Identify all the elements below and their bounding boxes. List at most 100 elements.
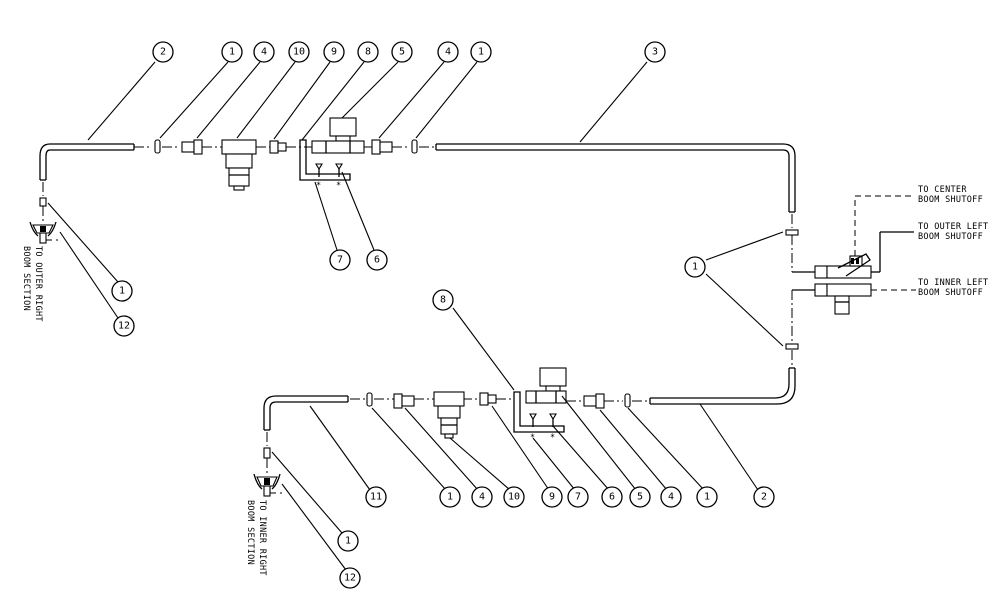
tee-fittings [785, 229, 815, 368]
svg-text:5: 5 [399, 47, 405, 58]
callout-balloon: 1 [470, 41, 492, 63]
solenoid-valve-upper [311, 117, 372, 154]
svg-text:*: * [336, 181, 341, 191]
callout-balloon: 6 [366, 249, 388, 271]
hose-clamp-lower-left [366, 392, 373, 407]
svg-text:TO OUTER LEFT: TO OUTER LEFT [918, 222, 988, 232]
callout-balloon: 10 [503, 486, 525, 508]
svg-text:8: 8 [440, 295, 446, 306]
svg-text:4: 4 [261, 47, 267, 58]
nozzle-body-upper [29, 197, 58, 244]
hose-clamp-upper-left [134, 139, 180, 154]
svg-text:12: 12 [344, 573, 356, 584]
callout-balloon: 7 [567, 486, 589, 508]
svg-text:9: 9 [549, 492, 555, 503]
callout-balloon: 1 [221, 41, 243, 63]
svg-text:2: 2 [160, 47, 166, 58]
callout-balloon: 1 [684, 256, 706, 278]
hose-3 [436, 143, 796, 212]
callout-balloon: 1 [337, 530, 359, 552]
svg-text:1: 1 [478, 47, 484, 58]
svg-text:*: * [550, 433, 555, 443]
hose-clamp-upper-right [411, 139, 436, 154]
svg-text:*: * [316, 181, 321, 191]
hose-barb-fitting-lower-right [566, 393, 605, 409]
svg-text:TO INNER LEFT: TO INNER LEFT [918, 278, 988, 288]
svg-text:6: 6 [609, 492, 615, 503]
svg-text:4: 4 [479, 492, 485, 503]
svg-text:4: 4 [445, 47, 451, 58]
hose-barb-fitting-upper-left [181, 139, 222, 155]
line-strainer-lower [414, 391, 465, 439]
callout-balloon: 3 [644, 41, 666, 63]
svg-text:2: 2 [761, 492, 767, 503]
boom-shutoff-manifold [814, 195, 916, 315]
lower-hose-assembly: * * [263, 367, 796, 446]
svg-text:7: 7 [337, 255, 343, 266]
callout-balloon: 4 [660, 486, 682, 508]
callout-balloon: 2 [753, 486, 775, 508]
mounting-bracket-upper: * * [299, 139, 351, 191]
note-outer-right: TO OUTER RIGHT BOOM SECTION [21, 246, 43, 322]
hose-barb-fitting-lower-left [374, 393, 415, 409]
svg-text:BOOM SECTION: BOOM SECTION [21, 246, 31, 311]
callout-balloon: 1 [111, 280, 133, 302]
note-inner-right: TO INNER RIGHT BOOM SECTION [245, 500, 267, 576]
callout-balloon: 4 [437, 41, 459, 63]
svg-text:12: 12 [118, 321, 130, 332]
svg-text:TO INNER RIGHT: TO INNER RIGHT [257, 500, 267, 576]
svg-text:1: 1 [345, 536, 351, 547]
callout-balloon: 8 [357, 41, 379, 63]
callout-balloon: 2 [152, 41, 174, 63]
callout-balloon: 1 [696, 486, 718, 508]
callout-balloon: 5 [629, 486, 651, 508]
leader-lines [47, 61, 784, 571]
hose-2-lower [650, 368, 790, 399]
hose-clamp-lower-right [624, 393, 631, 408]
callout-balloon: 5 [391, 41, 413, 63]
note-outer-left-shutoff: TO OUTER LEFT BOOM SHUTOFF [918, 222, 988, 242]
svg-text:BOOM SECTION: BOOM SECTION [245, 500, 255, 565]
hose-11 [263, 395, 348, 430]
svg-text:4: 4 [668, 492, 674, 503]
line-strainer-upper [221, 139, 270, 191]
callout-balloon: 12 [339, 567, 361, 589]
svg-text:1: 1 [692, 262, 698, 273]
callout-balloon: 11 [365, 486, 387, 508]
callout-balloon: 4 [253, 41, 275, 63]
callout-balloon: 8 [432, 289, 454, 311]
svg-text:TO OUTER RIGHT: TO OUTER RIGHT [33, 246, 43, 322]
svg-text:*: * [530, 433, 535, 443]
svg-text:5: 5 [637, 492, 643, 503]
svg-text:8: 8 [365, 47, 371, 58]
svg-text:1: 1 [704, 492, 710, 503]
solenoid-valve-lower [525, 367, 567, 404]
callout-balloon: 4 [471, 486, 493, 508]
callout-balloon: 12 [113, 315, 135, 337]
callout-balloon: 6 [601, 486, 623, 508]
mounting-bracket-lower: * * [513, 391, 565, 443]
callout-balloons: 2 1 4 10 9 8 5 4 1 3 7 6 1 12 1 8 11 1 4… [111, 41, 775, 589]
svg-text:7: 7 [575, 492, 581, 503]
svg-text:BOOM SHUTOFF: BOOM SHUTOFF [918, 232, 983, 242]
callout-balloon: 10 [288, 41, 310, 63]
nipple-fitting-lower [462, 392, 514, 406]
svg-text:1: 1 [229, 47, 235, 58]
upper-hose-assembly: * * [39, 117, 796, 228]
svg-text:10: 10 [508, 492, 520, 503]
svg-text:3: 3 [652, 47, 658, 58]
svg-text:BOOM SHUTOFF: BOOM SHUTOFF [918, 288, 983, 298]
nozzle-body-lower [253, 447, 282, 497]
callout-balloon: 9 [541, 486, 563, 508]
note-center-shutoff: TO CENTER BOOM SHUTOFF [918, 185, 983, 205]
svg-text:9: 9 [331, 47, 337, 58]
note-inner-left-shutoff: TO INNER LEFT BOOM SHUTOFF [918, 278, 988, 298]
svg-text:1: 1 [447, 492, 453, 503]
svg-text:6: 6 [374, 255, 380, 266]
callout-balloon: 7 [329, 249, 351, 271]
nipple-fitting-upper [269, 140, 312, 154]
callout-balloon: 9 [323, 41, 345, 63]
svg-text:TO CENTER: TO CENTER [918, 185, 967, 195]
callout-balloon: 1 [439, 486, 461, 508]
